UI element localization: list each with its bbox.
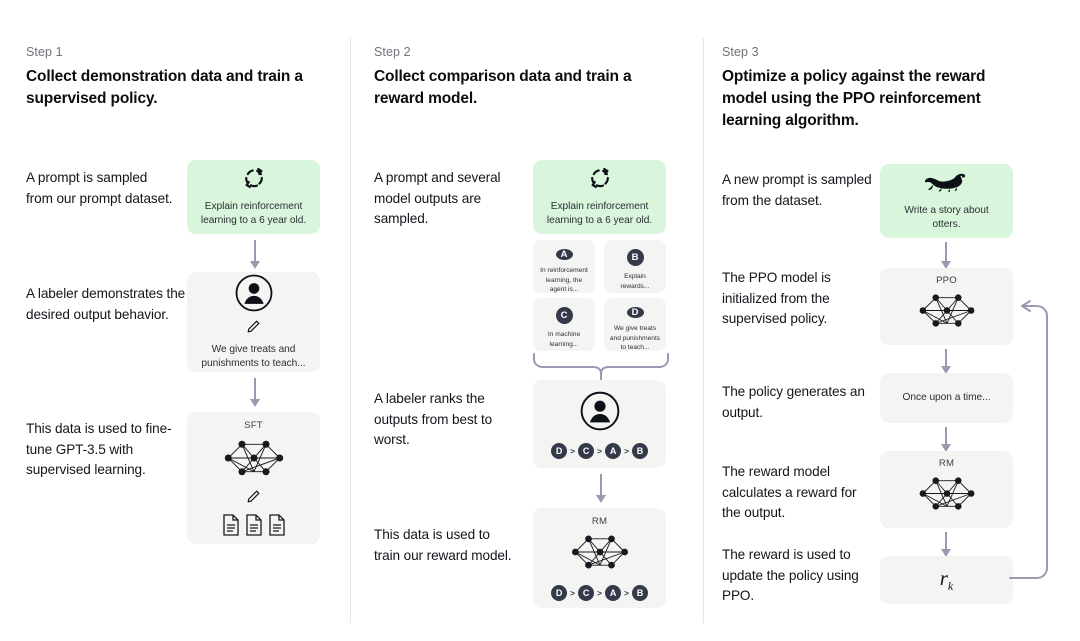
step-3-arrow-1 [938, 242, 954, 270]
refresh-dashed-icon [243, 167, 265, 194]
step-1-arrow-1 [247, 240, 263, 270]
rm-rank-separator-1: > [570, 587, 576, 598]
column-divider-2 [703, 38, 704, 623]
step-3-desc-1: A new prompt is sampled from the dataset… [722, 172, 872, 208]
feedback-loop-arrow [1005, 292, 1065, 597]
step-2-column: Step 2 Collect comparison data and train… [374, 0, 686, 641]
step-1-column: Step 1 Collect demonstration data and tr… [26, 0, 336, 641]
pencil-icon [246, 489, 261, 509]
neural-network-icon [918, 288, 976, 338]
option-badge-c: C [555, 307, 573, 324]
step-2-desc-3: This data is used to train our reward mo… [374, 527, 512, 563]
step-1-title: Collect demonstration data and train a s… [26, 68, 303, 107]
option-text-d: We give treats and punishments to teach.… [609, 325, 661, 352]
step-2-rm-ranking-row: D > C > A > B [551, 584, 648, 601]
rm-rank-badge-3: A [604, 584, 621, 601]
rank-badge-2: C [578, 442, 595, 459]
step-2-desc-1: A prompt and several model outputs are s… [374, 170, 501, 227]
step-2-prompt-caption: Explain reinforcement learning to a 6 ye… [546, 200, 653, 226]
reward-symbol: rk [939, 565, 954, 594]
step-2-rm-tag: RM [591, 515, 608, 527]
step-1-sft-panel: SFT [187, 412, 320, 544]
step-1-arrow-2 [247, 378, 263, 408]
step-3-rm-tag: RM [938, 458, 955, 469]
step-1-label: Step 1 [26, 45, 63, 59]
step-1-prompt-caption: Explain reinforcement learning to a 6 ye… [200, 200, 307, 226]
otter-icon [924, 171, 969, 198]
option-card-c[interactable]: C In machine learning... [533, 298, 595, 351]
rank-separator-1: > [570, 445, 576, 456]
step-3-prompt-caption: Write a story about otters. [904, 204, 989, 230]
documents-icon [221, 513, 287, 537]
refresh-dashed-icon [589, 167, 611, 194]
option-text-a: In reinforcement learning, the agent is.… [540, 267, 588, 294]
step-1-labeler-caption: We give treats and punishments to teach.… [201, 344, 306, 369]
step-3-label: Step 3 [722, 45, 759, 59]
step-3-desc-2: The PPO model is initialized from the su… [722, 270, 831, 327]
person-circle-icon [234, 273, 274, 318]
step-3-arrow-3 [938, 427, 954, 453]
step-2-ranking-row: D > C > A > B [551, 442, 648, 459]
option-card-b[interactable]: B Explain rewards... [604, 240, 666, 293]
option-badge-d: D [626, 307, 644, 318]
rank-badge-3: A [604, 442, 621, 459]
option-badge-b: B [626, 249, 644, 266]
neural-network-icon [223, 434, 285, 487]
step-2-title: Collect comparison data and train a rewa… [374, 68, 632, 107]
step-3-rm-panel: RM [880, 451, 1013, 528]
rm-rank-badge-4: B [631, 584, 648, 601]
step-3-output-panel: Once upon a time... [880, 373, 1013, 423]
pencil-icon [246, 319, 261, 339]
step-3-desc-5: The reward is used to update the policy … [722, 547, 859, 604]
rank-badge-4: B [631, 442, 648, 459]
option-text-c: In machine learning... [547, 331, 581, 348]
rank-separator-2: > [597, 445, 602, 456]
rm-rank-separator-2: > [597, 587, 602, 598]
step-1-desc-2: A labeler demonstrates the desired outpu… [26, 286, 186, 322]
option-card-a[interactable]: A In reinforcement learning, the agent i… [533, 240, 595, 293]
step-2-desc-2: A labeler ranks the outputs from best to… [374, 391, 493, 448]
option-badge-a: A [555, 249, 573, 260]
option-text-b: Explain rewards... [620, 273, 650, 290]
step-2-rm-panel: RM [533, 508, 666, 608]
step-3-output-caption: Once upon a time... [902, 392, 991, 404]
step-3-desc-3: The policy generates an output. [722, 384, 865, 420]
step-2-brace [531, 352, 671, 391]
rank-badge-1: D [551, 442, 568, 459]
neural-network-icon [570, 529, 630, 580]
rm-rank-separator-3: > [623, 587, 629, 598]
step-3-arrow-2 [938, 349, 954, 375]
step-1-desc-3: This data is used to fine-tune GPT-3.5 w… [26, 421, 172, 478]
step-2-arrow-2 [593, 474, 609, 504]
column-divider-1 [350, 38, 351, 623]
step-2-labeler-panel: D > C > A > B [533, 380, 666, 468]
step-2-prompt-panel: Explain reinforcement learning to a 6 ye… [533, 160, 666, 234]
step-3-title: Optimize a policy against the reward mod… [722, 68, 986, 129]
step-3-desc-4: The reward model calculates a reward for… [722, 464, 857, 521]
step-3-prompt-panel: Write a story about otters. [880, 164, 1013, 238]
step-1-sft-tag: SFT [244, 419, 263, 431]
step-1-desc-1: A prompt is sampled from our prompt data… [26, 170, 173, 206]
neural-network-icon [918, 471, 976, 521]
step-3-column: Step 3 Optimize a policy against the rew… [722, 0, 1042, 641]
rm-rank-badge-2: C [578, 584, 595, 601]
step-3-ppo-panel: PPO [880, 268, 1013, 345]
rm-rank-badge-1: D [551, 584, 568, 601]
step-3-arrow-4 [938, 532, 954, 558]
rank-separator-3: > [623, 445, 629, 456]
option-card-d[interactable]: D We give treats and punishments to teac… [604, 298, 666, 351]
step-2-label: Step 2 [374, 45, 411, 59]
step-1-labeler-panel: We give treats and punishments to teach.… [187, 272, 320, 372]
step-1-prompt-panel: Explain reinforcement learning to a 6 ye… [187, 160, 320, 234]
person-circle-icon [579, 390, 621, 437]
step-3-ppo-tag: PPO [936, 275, 957, 286]
step-3-reward-panel: rk [880, 556, 1013, 604]
